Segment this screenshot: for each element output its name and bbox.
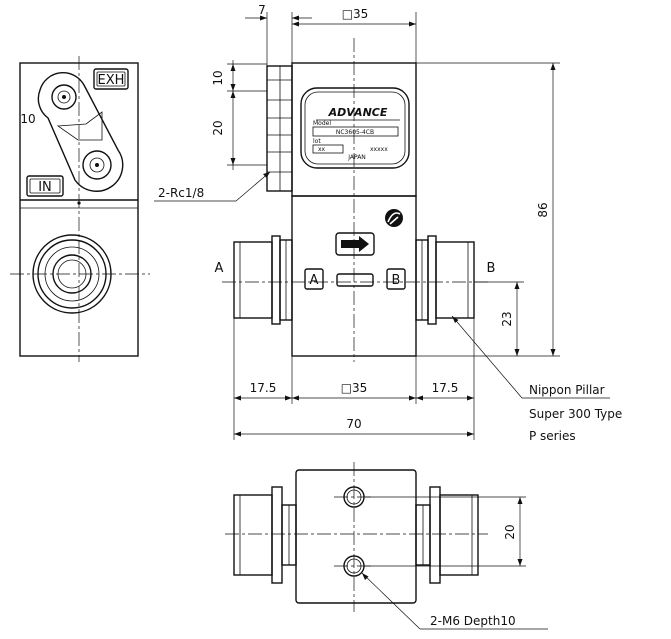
fitting-label-line-3: P series xyxy=(529,429,576,443)
lot-value: xx xyxy=(318,146,326,153)
right-fitting xyxy=(415,235,475,325)
bottom-view: 20 2-M6 Depth10 xyxy=(225,462,548,630)
left-fitting xyxy=(233,235,293,325)
port-a-box xyxy=(304,268,324,290)
port-b-label: B xyxy=(487,261,496,276)
brand-circle-icon xyxy=(385,209,403,227)
dimensions-front: 7 □35 10 20 86 23 xyxy=(211,3,560,440)
in-port-inner xyxy=(89,157,105,173)
exh-port-center xyxy=(62,95,66,99)
brand-logo: ADVANCE xyxy=(328,106,388,119)
exh-port-circle xyxy=(51,84,77,110)
side-view: EXH IN 10 xyxy=(10,56,150,362)
in-port-center xyxy=(95,163,99,167)
dim-7: 7 xyxy=(258,3,266,17)
in-badge xyxy=(26,175,64,197)
flow-arrow-icon xyxy=(335,232,375,256)
model-number: NC3605-4CB xyxy=(336,129,374,136)
port-boss xyxy=(266,65,293,192)
port-link-plate xyxy=(37,72,124,192)
dim-10-side: 10 xyxy=(20,112,35,126)
fitting-label-line-2: Super 300 Type xyxy=(529,407,622,421)
thread-label: 2-Rc1/8 xyxy=(158,186,204,200)
center-slot xyxy=(336,273,374,287)
port-b-box-label: B xyxy=(392,273,401,288)
exh-port-inner xyxy=(57,90,71,104)
dim-20-bottom: 20 xyxy=(503,524,517,539)
dim-35-bottom: □35 xyxy=(341,381,368,395)
thread-callout: 2-Rc1/8 xyxy=(154,171,271,202)
in-label: IN xyxy=(38,180,52,195)
port-b-box xyxy=(386,268,406,290)
fitting-callout: Nippon Pillar Super 300 Type P series xyxy=(451,315,622,443)
nameplate: ADVANCE Model NC3605-4CB lot xx xxxxx JA… xyxy=(300,87,410,169)
nameplate-frame xyxy=(300,87,410,169)
port-a-label: A xyxy=(215,261,224,276)
serial-value: xxxxx xyxy=(370,146,388,153)
fitting-label-line-1: Nippon Pillar xyxy=(529,383,605,397)
front-view: ADVANCE Model NC3605-4CB lot xx xxxxx JA… xyxy=(222,38,488,362)
exh-badge xyxy=(93,68,129,90)
model-label: Model xyxy=(313,120,331,127)
dim-17-5-left: 17.5 xyxy=(250,381,277,395)
country-label: JAPAN xyxy=(347,154,366,161)
dim-20-left: 20 xyxy=(211,120,225,135)
dim-86: 86 xyxy=(536,202,550,217)
in-port-circle xyxy=(82,150,112,180)
dim-35-top: □35 xyxy=(342,7,369,21)
dim-10-left: 10 xyxy=(211,70,225,85)
dim-70: 70 xyxy=(346,417,361,431)
mount-label: 2-M6 Depth10 xyxy=(430,614,516,628)
lot-label: lot xyxy=(313,138,321,145)
exh-label: EXH xyxy=(98,73,125,88)
dim-17-5-right: 17.5 xyxy=(432,381,459,395)
port-a-box-label: A xyxy=(310,273,319,288)
dim-23: 23 xyxy=(500,311,514,326)
